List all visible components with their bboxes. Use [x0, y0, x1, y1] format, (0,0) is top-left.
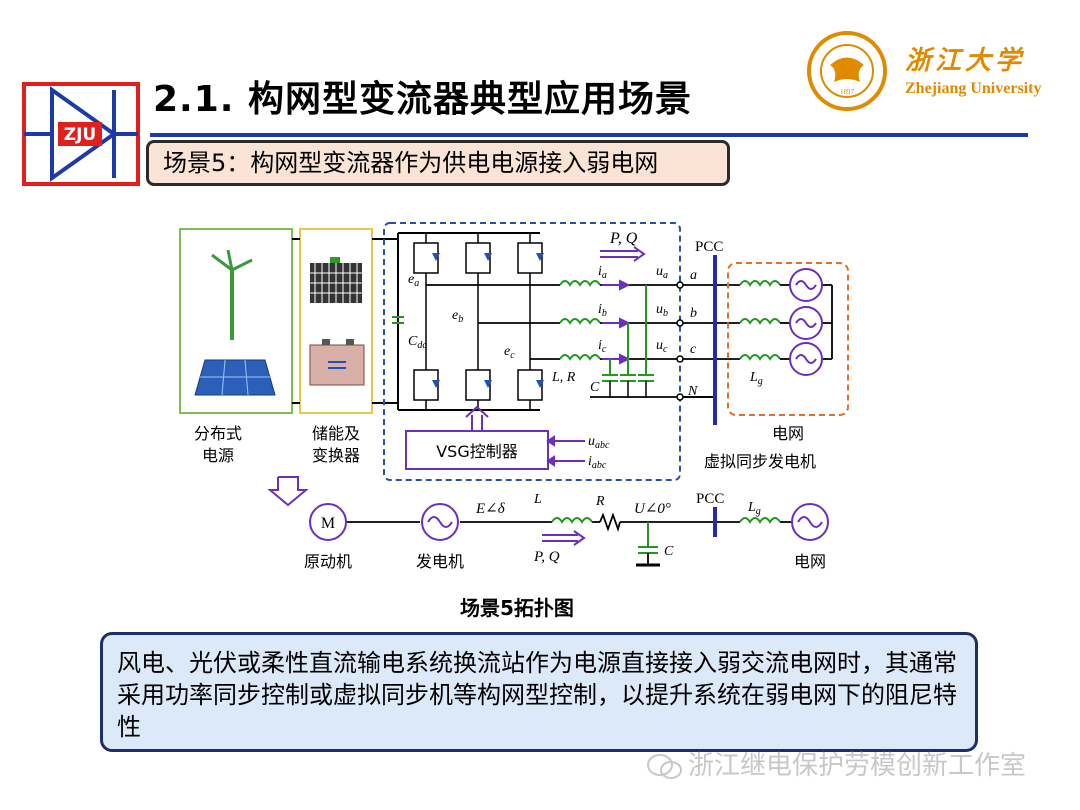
- filter-capacitors: [602, 285, 654, 382]
- ib-label: ib: [598, 302, 607, 319]
- university-name-en: Zhejiang University: [905, 80, 1042, 97]
- generator-label: 发电机: [416, 552, 464, 571]
- distributed-label-2: 电源: [202, 446, 234, 465]
- lg-label: Lg: [749, 370, 763, 387]
- university-seal-icon: 1897: [807, 31, 887, 111]
- vsg-converter-box: [383, 222, 681, 481]
- ea-label: ea: [408, 272, 419, 289]
- battery-icon: [309, 339, 365, 386]
- grid-inductors: [739, 280, 781, 361]
- distributed-source-box: [179, 228, 293, 414]
- pcc-top-label: PCC: [695, 239, 723, 255]
- uabc-label: uabc: [588, 434, 610, 451]
- r-bottom-label: R: [595, 494, 605, 509]
- page-title: 2.1. 构网型变流器典型应用场景: [153, 79, 692, 120]
- grid-label: 电网: [772, 424, 804, 443]
- wechat-icon: [647, 754, 682, 779]
- vsg-controller-label: VSG控制器: [436, 442, 518, 461]
- scene-label: 场景5：构网型变流器作为供电电源接入弱电网: [146, 140, 730, 186]
- lr-label: L, R: [551, 370, 576, 385]
- c-bottom-label: C: [664, 544, 674, 559]
- grid-sources-icon: [789, 268, 823, 376]
- storage-label-1: 储能及: [312, 424, 360, 443]
- shunt-capacitor: [638, 522, 658, 554]
- phase-c-label: c: [690, 342, 697, 357]
- e-delta-label: E∠δ: [475, 501, 506, 517]
- topology-diagram: 分布式 电源 储能及 变换器 Cdc: [179, 222, 849, 571]
- neutral-label: N: [687, 384, 698, 399]
- lg-bottom-label: Lg: [747, 500, 761, 517]
- line-resistor: [599, 512, 621, 532]
- power-flow-arrow: [600, 246, 646, 262]
- prime-mover-label: 原动机: [304, 552, 352, 571]
- ic-label: ic: [598, 338, 607, 355]
- bottom-power-arrow: [542, 530, 586, 546]
- pcc-bottom-label: PCC: [696, 491, 724, 507]
- pq-bottom-label: P, Q: [533, 549, 560, 565]
- phase-b-label: b: [690, 306, 697, 321]
- ua-label: ua: [656, 264, 668, 281]
- summary-text: 风电、光伏或柔性直流输电系统换流站作为电源直接接入弱交流电网时，其通常采用功率同…: [100, 632, 978, 752]
- dc-capacitor: [392, 316, 404, 324]
- seal-year: 1897: [840, 88, 855, 96]
- c-filter-label: C: [590, 380, 600, 395]
- u-zero-label: U∠0°: [634, 501, 671, 517]
- vsg-machine-label: 虚拟同步发电机: [704, 452, 816, 471]
- motor-icon: [309, 503, 347, 541]
- grid-inductor-bottom: [739, 517, 781, 524]
- ub-label: ub: [656, 302, 668, 319]
- logo-text: ZJU: [64, 125, 96, 145]
- grid-bottom-label: 电网: [794, 552, 826, 571]
- vsg-controller-box: [405, 430, 549, 470]
- motor-symbol: M: [321, 515, 335, 532]
- eb-label: eb: [452, 308, 463, 325]
- grid-box: [727, 262, 849, 416]
- cdc-label: Cdc: [408, 334, 427, 351]
- wind-turbine-icon: [211, 249, 253, 340]
- control-up-arrow: [465, 405, 489, 431]
- iabc-label: iabc: [588, 454, 607, 471]
- igbt-switches: [413, 233, 543, 410]
- pq-top-label: P, Q: [609, 230, 638, 247]
- uc-label: uc: [656, 338, 668, 355]
- phase-a-label: a: [690, 268, 697, 283]
- ec-label: ec: [504, 344, 515, 361]
- grid-source-bottom-icon: [791, 503, 829, 541]
- zju-logo: ZJU: [22, 82, 140, 186]
- line-inductor: [551, 517, 593, 524]
- watermark: 浙江继电保护劳模创新工作室: [688, 751, 1027, 781]
- l-bottom-label: L: [533, 492, 542, 507]
- distributed-label-1: 分布式: [194, 424, 242, 443]
- solar-panel-icon: [194, 359, 276, 396]
- storage-label-2: 变换器: [312, 446, 360, 465]
- title-divider: [150, 133, 1028, 137]
- equivalent-down-arrow: [267, 476, 309, 507]
- storage-box: [299, 228, 373, 414]
- filter-inductors: [559, 280, 601, 361]
- battery-rack-icon: [310, 257, 362, 303]
- university-name-cn: 浙江大学: [905, 46, 1026, 76]
- diagram-caption: 场景5拓扑图: [460, 596, 574, 620]
- generator-icon: [421, 503, 459, 541]
- ia-label: ia: [598, 264, 607, 281]
